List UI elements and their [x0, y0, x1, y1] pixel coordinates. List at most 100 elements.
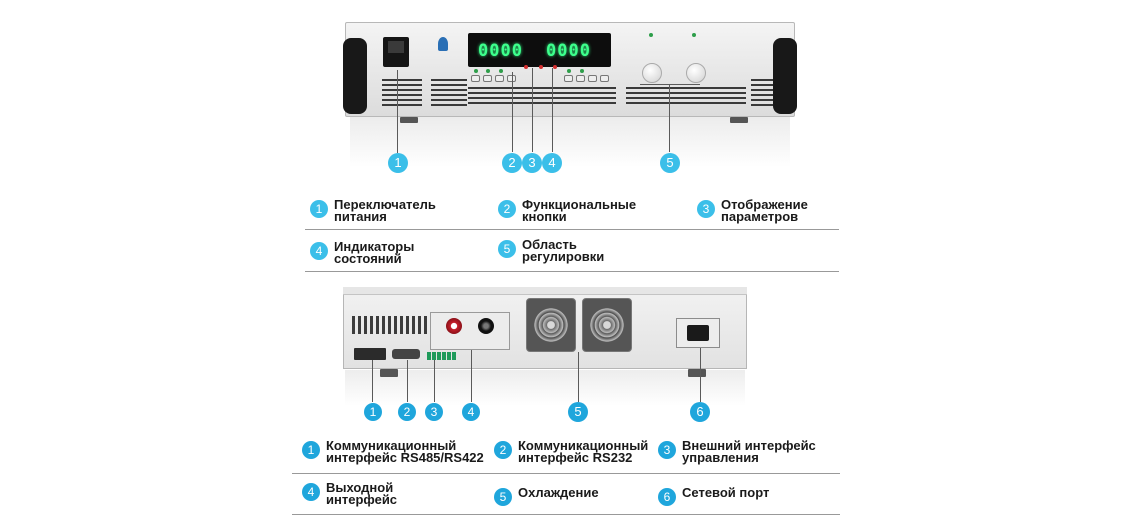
legend-number: 2 [498, 200, 516, 218]
cooling-fan [582, 298, 632, 352]
rear-marker-5: 5 [568, 402, 588, 422]
callout-leader [532, 68, 533, 152]
function-buttons-right [564, 75, 609, 82]
rs485-port [354, 348, 386, 360]
legend-label: Отображение параметров [721, 197, 808, 224]
rear-panel-reflection [345, 370, 745, 406]
callout-leader [578, 352, 579, 402]
legend-label: Выходной интерфейс [326, 480, 398, 507]
legend-label: Индикаторы состояний [334, 239, 415, 266]
legend-label: Коммуникационный интерфейс RS485/RS422 [326, 438, 484, 465]
rear-marker-1: 1 [364, 403, 382, 421]
callout-leader [434, 360, 435, 402]
callout-bracket [640, 84, 700, 85]
legend-label: Внешний интерфейс управления [682, 438, 816, 465]
callout-leader [372, 360, 373, 402]
legend-number: 5 [494, 488, 512, 506]
device-foot [380, 369, 398, 377]
cooling-fan [526, 298, 576, 352]
front-vent [626, 87, 746, 104]
front-marker-3: 3 [522, 153, 542, 173]
front-left-handle [343, 38, 367, 114]
voltage-readout: 0000 [478, 41, 523, 61]
rear-marker-2: 2 [398, 403, 416, 421]
status-led [692, 33, 696, 37]
control-terminal-block [427, 352, 456, 360]
status-led [539, 65, 543, 69]
status-led [499, 69, 503, 73]
status-led [524, 65, 528, 69]
callout-leader [512, 72, 513, 152]
callout-leader [700, 348, 701, 402]
legend-divider [292, 514, 840, 515]
front-vent [468, 87, 616, 104]
function-buttons-left [471, 75, 516, 82]
front-marker-5: 5 [660, 153, 680, 173]
callout-leader [471, 350, 472, 402]
front-legend-item: 4 Индикаторы состояний [310, 239, 415, 266]
front-panel: 0000 0000 [345, 22, 795, 117]
negative-output-terminal [478, 318, 494, 334]
legend-number: 4 [310, 242, 328, 260]
legend-label: Функциональные кнопки [522, 197, 637, 224]
legend-number: 3 [658, 441, 676, 459]
front-marker-4: 4 [542, 153, 562, 173]
callout-leader [397, 70, 398, 153]
front-marker-1: 1 [388, 153, 408, 173]
front-legend-item: 5 Область регулировки [498, 237, 605, 264]
rear-legend-item: 6 Сетевой порт [658, 485, 770, 506]
front-panel-reflection [350, 117, 790, 167]
status-led [580, 69, 584, 73]
voltage-knob [642, 63, 662, 83]
status-led [649, 33, 653, 37]
device-foot [400, 117, 418, 123]
front-marker-2: 2 [502, 153, 522, 173]
legend-number: 5 [498, 240, 516, 258]
legend-number: 4 [302, 483, 320, 501]
legend-number: 2 [494, 441, 512, 459]
legend-number: 1 [302, 441, 320, 459]
callout-leader [669, 84, 670, 152]
legend-divider [305, 229, 839, 230]
status-led [474, 69, 478, 73]
status-led [567, 69, 571, 73]
brand-logo [438, 37, 448, 51]
front-vent [431, 79, 467, 106]
front-vent [382, 79, 422, 106]
rear-legend-item: 2 Коммуникационный интерфейс RS232 [494, 438, 649, 465]
rear-legend-item: 1 Коммуникационный интерфейс RS485/RS422 [302, 438, 484, 465]
current-readout: 0000 [546, 41, 591, 61]
rear-legend-item: 4 Выходной интерфейс [302, 480, 398, 507]
status-led [486, 69, 490, 73]
legend-number: 1 [310, 200, 328, 218]
rear-marker-3: 3 [425, 403, 443, 421]
front-legend-item: 1 Переключатель питания [310, 197, 436, 224]
power-switch [383, 37, 409, 67]
current-knob [686, 63, 706, 83]
front-vent [751, 79, 787, 106]
rear-legend-item: 5 Охлаждение [494, 485, 599, 506]
ac-power-inlet [676, 318, 720, 348]
device-foot [688, 369, 706, 377]
rear-marker-4: 4 [462, 403, 480, 421]
legend-divider [292, 473, 840, 474]
legend-number: 3 [697, 200, 715, 218]
callout-leader [552, 68, 553, 152]
rear-panel-top [343, 287, 747, 295]
legend-label: Область регулировки [522, 237, 605, 264]
legend-divider [305, 271, 839, 272]
rs232-port [392, 349, 420, 359]
callout-leader [407, 360, 408, 402]
positive-output-terminal [446, 318, 462, 334]
legend-label: Коммуникационный интерфейс RS232 [518, 438, 649, 465]
front-legend-item: 2 Функциональные кнопки [498, 197, 637, 224]
device-foot [730, 117, 748, 123]
rear-legend-item: 3 Внешний интерфейс управления [658, 438, 816, 465]
legend-label: Переключатель питания [334, 197, 436, 224]
digital-display: 0000 0000 [468, 33, 611, 67]
legend-number: 6 [658, 488, 676, 506]
legend-label: Сетевой порт [682, 485, 770, 500]
legend-label: Охлаждение [518, 485, 599, 500]
output-terminal-plate [430, 312, 510, 350]
front-legend-item: 3 Отображение параметров [697, 197, 808, 224]
